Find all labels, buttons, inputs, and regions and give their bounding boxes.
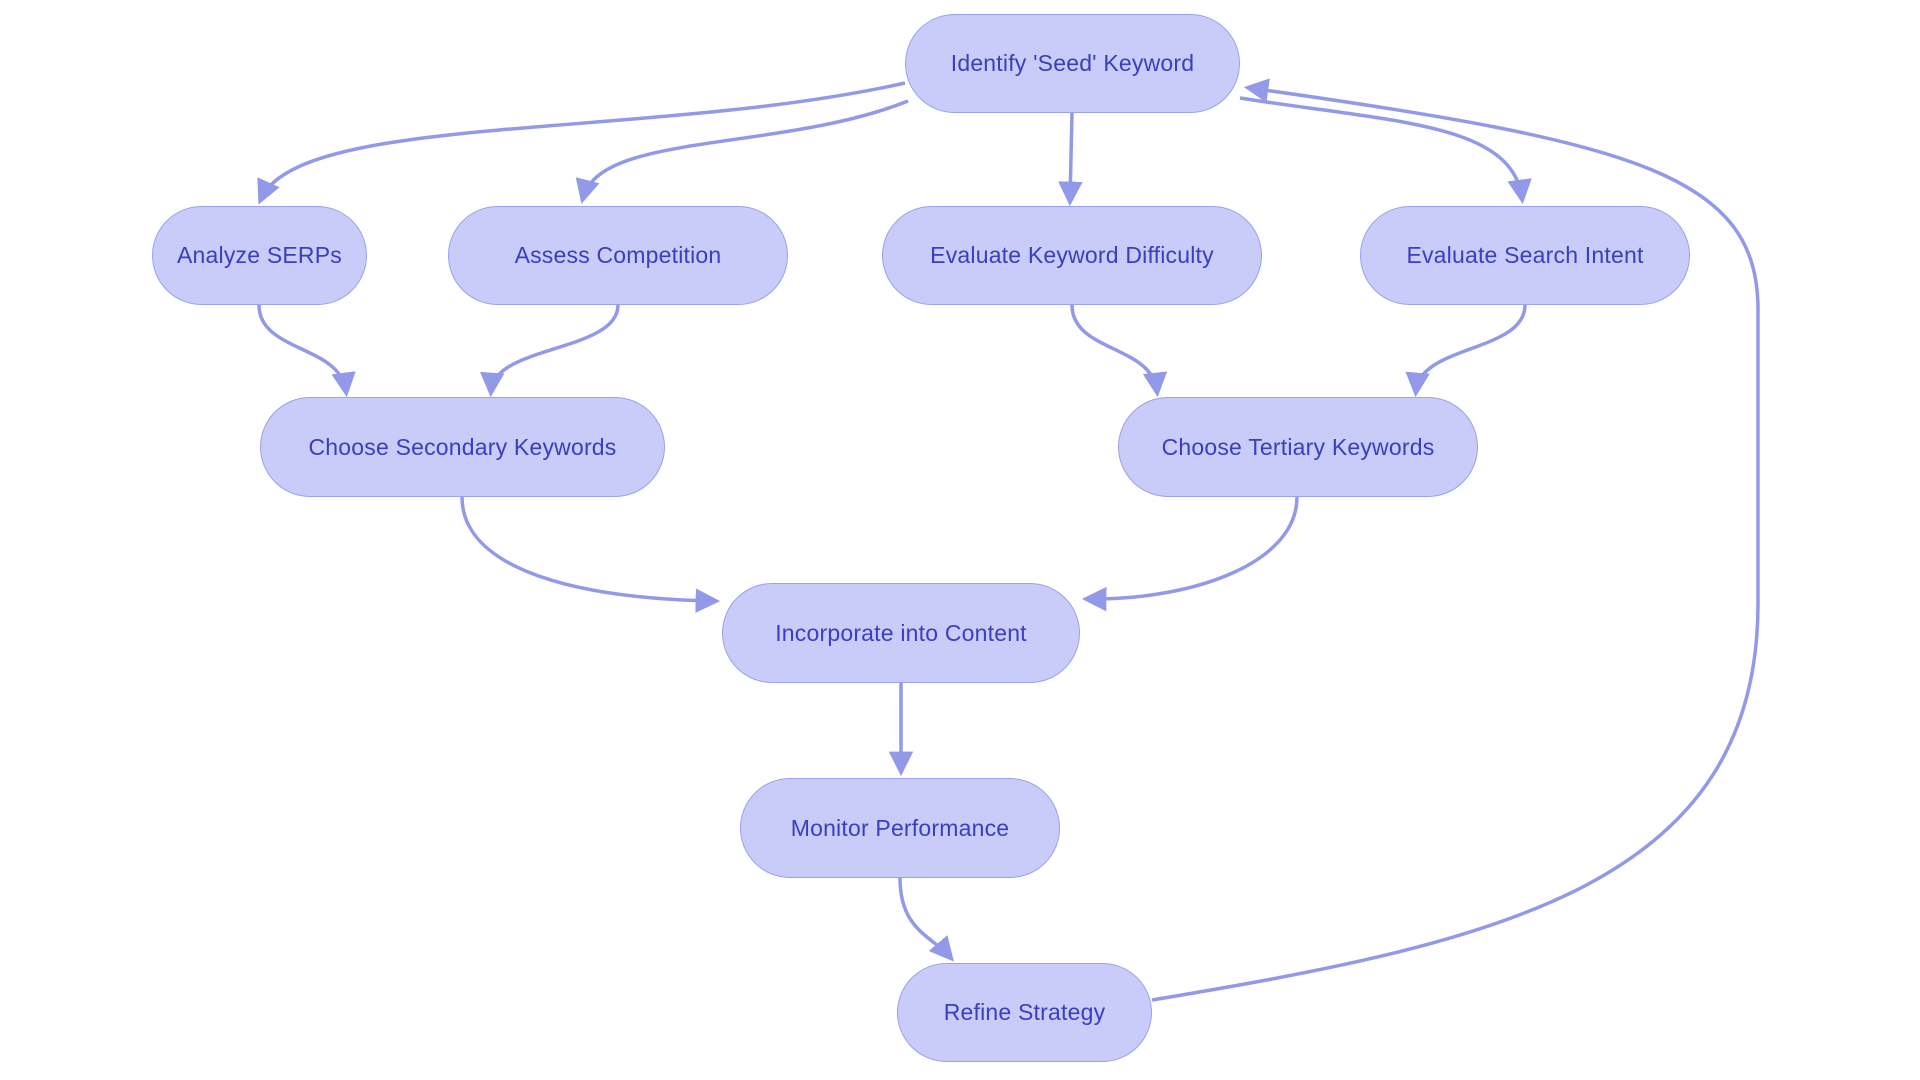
node-monitor-performance: Monitor Performance (740, 778, 1060, 878)
edge-identify-seed-to-assess-competition (575, 99, 909, 204)
node-analyze-serps: Analyze SERPs (152, 206, 367, 305)
edge-analyze-serps-to-choose-secondary (257, 304, 356, 398)
node-label: Assess Competition (514, 242, 722, 268)
node-label: Refine Strategy (943, 999, 1106, 1025)
edge-evaluate-search-intent-to-choose-tertiary (1405, 304, 1527, 398)
node-label: Choose Secondary Keywords (308, 433, 617, 460)
node-label: Choose Tertiary Keywords (1161, 433, 1435, 460)
edge-assess-competition-to-choose-secondary (480, 304, 620, 398)
edge-choose-secondary-to-incorporate (460, 496, 721, 613)
node-label: Incorporate into Content (775, 619, 1027, 646)
node-incorporate-into-content: Incorporate into Content (722, 583, 1080, 683)
node-label: Evaluate Search Intent (1406, 242, 1644, 268)
edge-choose-tertiary-to-incorporate (1081, 496, 1299, 612)
node-choose-tertiary-keywords: Choose Tertiary Keywords (1118, 397, 1478, 497)
node-refine-strategy: Refine Strategy (897, 963, 1152, 1062)
node-label: Analyze SERPs (177, 242, 342, 268)
node-identify-seed-keyword: Identify 'Seed' Keyword (905, 14, 1240, 113)
node-assess-competition: Assess Competition (448, 206, 788, 305)
edge-refine-strategy-to-identify-seed (1151, 78, 1760, 1002)
node-choose-secondary-keywords: Choose Secondary Keywords (260, 397, 665, 497)
edge-evaluate-keyword-difficulty-to-choose-tertiary (1070, 304, 1168, 398)
node-label: Monitor Performance (790, 814, 1010, 841)
edge-identify-seed-to-evaluate-keyword-difficulty (1058, 112, 1083, 207)
edge-identify-seed-to-evaluate-search-intent (1239, 96, 1532, 205)
node-evaluate-search-intent: Evaluate Search Intent (1360, 206, 1690, 305)
edge-monitor-to-refine (898, 877, 954, 962)
node-label: Evaluate Keyword Difficulty (930, 242, 1214, 268)
node-label: Identify 'Seed' Keyword (950, 50, 1195, 76)
edge-identify-seed-to-analyze-serps (257, 81, 906, 205)
node-evaluate-keyword-difficulty: Evaluate Keyword Difficulty (882, 206, 1262, 305)
